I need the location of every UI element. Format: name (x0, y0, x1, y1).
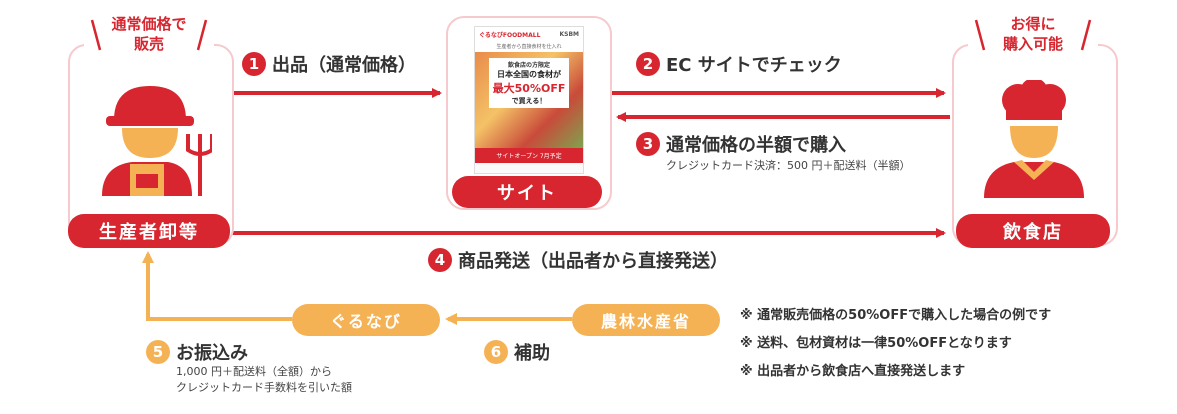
restaurant-callout-bg (968, 12, 1098, 58)
step3-label: 通常価格の半額で購入 (666, 135, 846, 156)
arrow-step5 (142, 251, 292, 321)
step1-label: 出品（通常価格） (272, 55, 416, 76)
thumb-tag: KSBM (559, 30, 579, 38)
thumb-badge: 飲食店の方限定 (507, 62, 550, 69)
note-1: ※ 通常販売価格の50%OFFで購入した場合の例です (740, 308, 1052, 323)
step3-sub: クレジットカード決済：500 円＋配送料（半額） (666, 159, 911, 172)
gurunavi-label: ぐるなび (292, 304, 440, 336)
producer-callout-line2: 販売 (133, 35, 164, 53)
thumb-panel: 飲食店の方限定 日本全国の食材が 最大50%OFF で買える！ (489, 58, 569, 108)
producer-callout-bg (84, 12, 214, 58)
thumb-headline2: 最大50%OFF (492, 82, 566, 95)
step4-label: 商品発送（出品者から直接発送） (458, 251, 728, 272)
step2-number: 2 (636, 52, 660, 76)
step6-number: 6 (484, 340, 508, 364)
producer-callout: 通常価格で 販売 (100, 14, 198, 54)
thumb-headline1: 日本全国の食材が (497, 70, 561, 79)
restaurant-callout-line1: お得に (1010, 15, 1056, 33)
thumb-headline3: で買える！ (511, 97, 547, 105)
producer-card (68, 44, 234, 246)
thumb-food-image: 飲食店の方限定 日本全国の食材が 最大50%OFF で買える！ (475, 52, 583, 148)
step4-number: 4 (428, 248, 452, 272)
step2-label: EC サイトでチェック (666, 55, 842, 76)
restaurant-callout: お得に 購入可能 (984, 14, 1082, 54)
site-label: サイト (452, 176, 602, 208)
thumb-brand: ぐるなびFOODMALL (479, 31, 541, 39)
step5-label: お振込み (176, 343, 248, 364)
thumb-line1: 生産者から直接食材を仕入れ (475, 41, 583, 52)
producer-label: 生産者卸等 (68, 214, 230, 248)
note-2: ※ 送料、包材資材は一律50%OFFとなります (740, 336, 1012, 351)
step5-sub2: クレジットカード手数料を引いた額 (176, 381, 352, 394)
site-thumbnail: ぐるなびFOODMALL KSBM 生産者から直接食材を仕入れ 飲食店の方限定 … (474, 26, 584, 174)
farmer-icon (102, 86, 212, 196)
restaurant-callout-marks (974, 19, 1092, 51)
restaurant-callout-line2: 購入可能 (1002, 35, 1063, 53)
thumb-footer: サイトオープン 7月予定 (475, 148, 583, 163)
chef-icon (984, 80, 1084, 198)
producer-callout-marks (90, 19, 208, 51)
ministry-label: 農林水産省 (572, 304, 720, 336)
step1-number: 1 (242, 52, 266, 76)
step3-number: 3 (636, 132, 660, 156)
thumb-header: ぐるなびFOODMALL KSBM (475, 27, 583, 41)
restaurant-label: 飲食店 (956, 214, 1110, 248)
step5-number: 5 (146, 340, 170, 364)
step6-label: 補助 (514, 343, 550, 364)
note-3: ※ 出品者から飲食店へ直接発送します (740, 364, 966, 379)
step5-sub1: 1,000 円＋配送料（全額）から (176, 365, 332, 378)
producer-callout-line1: 通常価格で (111, 15, 187, 33)
